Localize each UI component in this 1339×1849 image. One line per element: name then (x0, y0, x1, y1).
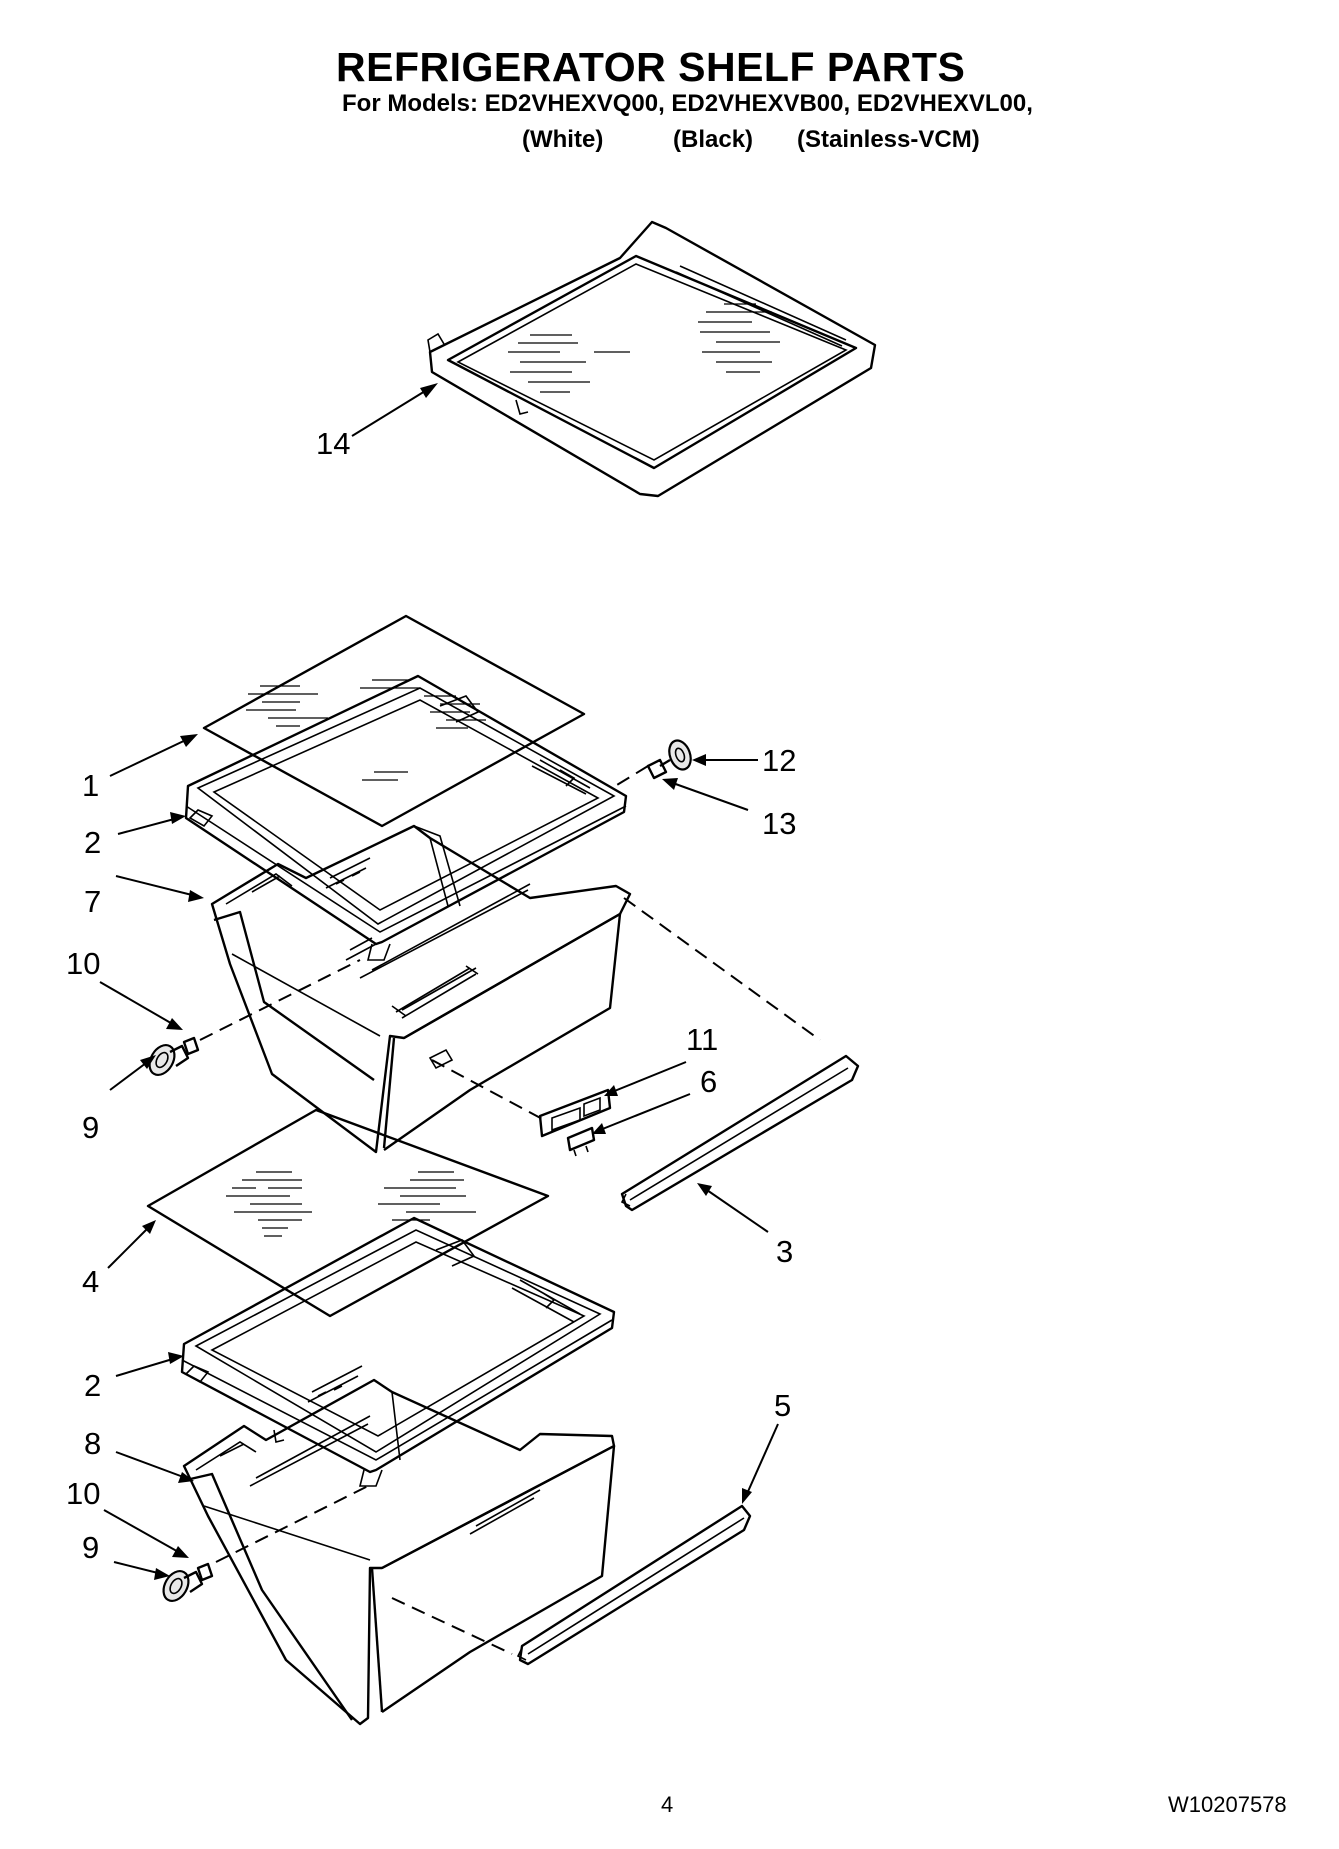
callout-13: 13 (762, 806, 797, 841)
callout-2-upper: 2 (84, 825, 102, 860)
callout-4: 4 (82, 1264, 100, 1299)
callout-14: 14 (316, 426, 351, 461)
callout-12: 12 (762, 743, 797, 778)
part-2-crisper-frame-upper (184, 674, 628, 961)
callout-11: 11 (686, 1022, 719, 1057)
part-5-trim-rail (516, 1504, 752, 1666)
callout-2-lower: 2 (84, 1368, 102, 1403)
models-line: For Models: ED2VHEXVQ00, ED2VHEXVB00, ED… (342, 90, 1033, 117)
assembly-lines (199, 765, 821, 1655)
variant-black: (Black) (673, 126, 754, 153)
callout-5: 5 (774, 1388, 792, 1423)
callout-3: 3 (776, 1234, 794, 1269)
part-9-10-knob-upper (148, 1036, 200, 1077)
callout-1: 1 (82, 768, 100, 803)
part-4-crisper-glass-lower (146, 1108, 550, 1318)
callout-8: 8 (84, 1426, 102, 1461)
callout-6: 6 (700, 1064, 718, 1099)
document-number: W10207578 (1168, 1792, 1287, 1817)
page-title: REFRIGERATOR SHELF PARTS (336, 44, 966, 90)
glass-reflection-marks (508, 303, 780, 393)
part-3-trim-rail (620, 1054, 860, 1212)
callout-arrows (99, 383, 779, 1580)
part-12-13-knob-right (646, 739, 692, 780)
page-number: 4 (661, 1792, 674, 1817)
variant-stainless: (Stainless-VCM) (797, 126, 980, 153)
callout-9-lower: 9 (82, 1530, 100, 1565)
callout-9-upper: 9 (82, 1110, 100, 1145)
part-6-clip (566, 1126, 596, 1157)
variant-white: (White) (522, 126, 604, 153)
callout-10-lower: 10 (66, 1476, 101, 1511)
part-7-crisper-drawer-upper (210, 824, 632, 1154)
part-1-crisper-glass (202, 614, 586, 828)
part-9-10-knob-lower (162, 1562, 214, 1603)
callout-10-upper: 10 (66, 946, 101, 981)
part-14-glass-shelf (427, 220, 877, 498)
part-8-crisper-drawer-lower (182, 1378, 616, 1726)
callout-7: 7 (84, 884, 102, 919)
part-11-clip (538, 1088, 612, 1138)
part-2-crisper-frame-lower (180, 1216, 616, 1487)
